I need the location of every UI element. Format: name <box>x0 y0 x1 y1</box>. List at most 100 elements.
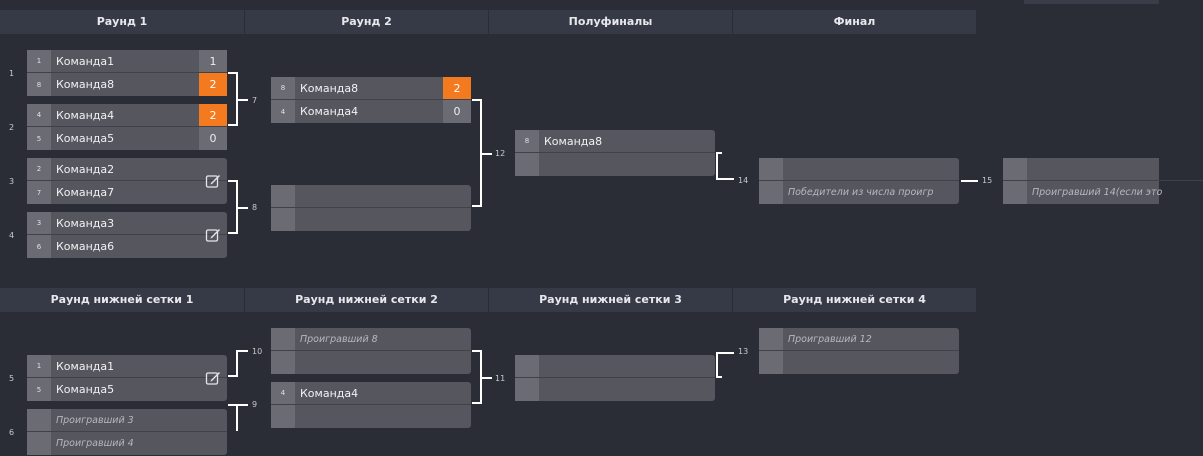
match-slot[interactable]: 1 Команда1 1 <box>27 50 227 72</box>
bracket-connector <box>716 352 718 378</box>
match-slot[interactable]: Проигравший 3 <box>27 409 227 431</box>
match-11[interactable] <box>515 355 715 401</box>
match-15[interactable]: Проигравший 14(если это <box>1003 158 1203 204</box>
bracket-connector <box>228 72 238 126</box>
match-slot[interactable] <box>271 185 471 207</box>
bracket-connector <box>472 99 482 207</box>
bracket-connector <box>961 180 978 182</box>
match-slot[interactable]: 8 Команда8 <box>515 130 715 152</box>
match-slot[interactable] <box>271 351 471 374</box>
seed-number: 3 <box>27 212 51 234</box>
bracket-connector <box>482 153 492 155</box>
placeholder-team: Проигравший 4 <box>56 438 134 449</box>
bracket-connector <box>716 178 734 180</box>
match-slot[interactable] <box>759 351 959 374</box>
match-slot[interactable]: Победители из числа проигр <box>759 181 959 204</box>
match-slot[interactable]: Проигравший 8 <box>271 328 471 350</box>
match-slot[interactable]: 5 Команда5 <box>27 378 227 401</box>
match-5[interactable]: 1 Команда1 5 Команда5 <box>27 355 227 401</box>
team-name: Команда7 <box>56 186 115 199</box>
match-slot[interactable]: 2 Команда2 <box>27 158 227 180</box>
team-name: Команда5 <box>56 132 115 145</box>
match-9[interactable]: 4 Команда4 <box>271 382 471 428</box>
bracket-connector <box>238 350 248 352</box>
match-1[interactable]: 1 Команда1 1 8 Команда8 2 <box>27 50 227 96</box>
match-12[interactable]: 8 Команда8 <box>515 130 715 176</box>
edit-score-icon[interactable] <box>205 173 221 189</box>
slot-divider <box>27 431 227 432</box>
edit-score-icon[interactable] <box>205 370 221 386</box>
bracket-connector <box>238 99 248 101</box>
match-4[interactable]: 3 Команда3 6 Команда6 <box>27 212 227 258</box>
match-slot[interactable]: 8 Команда8 2 <box>27 73 227 96</box>
match-number: 12 <box>495 149 506 158</box>
seed-number <box>759 181 783 204</box>
team-name: Команда8 <box>300 81 359 95</box>
match-slot[interactable] <box>271 208 471 231</box>
match-slot[interactable]: 6 Команда6 <box>27 235 227 258</box>
edit-score-icon[interactable] <box>205 227 221 243</box>
match-slot[interactable]: 4 Команда4 0 <box>271 100 471 123</box>
slot-divider <box>271 207 471 208</box>
match-7[interactable]: 8 Команда8 2 4 Команда4 0 <box>271 77 471 123</box>
match-slot[interactable] <box>271 405 471 428</box>
match-2[interactable]: 4 Команда4 2 5 Команда5 0 <box>27 104 227 150</box>
match-slot[interactable] <box>515 355 715 377</box>
seed-number <box>27 432 51 455</box>
seed-number <box>271 351 295 374</box>
match-slot[interactable]: 3 Команда3 <box>27 212 227 234</box>
seed-number <box>271 405 295 428</box>
match-number: 3 <box>9 177 15 186</box>
slot-divider <box>759 350 959 351</box>
match-slot[interactable]: 4 Команда4 2 <box>27 104 227 126</box>
match-number: 7 <box>252 96 258 105</box>
match-slot[interactable] <box>515 378 715 401</box>
placeholder-team: Проигравший 3 <box>56 414 134 426</box>
match-slot[interactable]: 8 Команда8 2 <box>271 77 471 99</box>
seed-number: 8 <box>515 130 539 152</box>
slot-divider <box>271 99 471 100</box>
team-name: Команда8 <box>56 78 115 91</box>
match-3[interactable]: 2 Команда2 7 Команда7 <box>27 158 227 204</box>
match-slot[interactable]: 4 Команда4 <box>271 382 471 404</box>
match-number: 9 <box>252 400 258 409</box>
bracket-connector <box>482 377 492 379</box>
match-slot[interactable] <box>515 153 715 176</box>
seed-number: 8 <box>271 77 295 99</box>
seed-number: 2 <box>27 158 51 180</box>
bracket-connector <box>228 404 238 431</box>
match-6[interactable]: Проигравший 3 Проигравший 4 <box>27 409 227 455</box>
match-slot[interactable]: Проигравший 12 <box>759 328 959 350</box>
seed-number <box>1003 158 1027 180</box>
match-number: 1 <box>9 69 15 78</box>
slot-divider <box>27 234 227 235</box>
corner-strip <box>1024 0 1159 4</box>
team-name: Команда1 <box>56 359 115 373</box>
seed-number <box>271 185 295 207</box>
seed-number: 8 <box>27 73 51 96</box>
match-13[interactable]: Проигравший 12 <box>759 328 959 374</box>
team-score: 0 <box>443 100 471 123</box>
header-round-2: Раунд 2 <box>245 10 488 34</box>
match-slot[interactable]: 5 Команда5 0 <box>27 127 227 150</box>
bracket-connector <box>716 352 734 354</box>
placeholder-team: Проигравший 14(если это <box>1032 187 1163 198</box>
match-slot[interactable]: Проигравший 14(если это <box>1003 181 1203 204</box>
match-slot[interactable]: Проигравший 4 <box>27 432 227 455</box>
match-number: 5 <box>9 374 15 383</box>
bracket-connector <box>238 207 248 209</box>
match-slot[interactable]: 1 Команда1 <box>27 355 227 377</box>
match-10[interactable]: Проигравший 8 <box>271 328 471 374</box>
match-slot[interactable] <box>759 158 959 180</box>
team-score-winner: 2 <box>199 104 227 126</box>
team-name: Команда2 <box>56 162 115 176</box>
match-8[interactable] <box>271 185 471 231</box>
match-number: 6 <box>9 428 15 437</box>
placeholder-team: Победители из числа проигр <box>788 187 934 198</box>
match-slot[interactable] <box>1003 158 1203 180</box>
slot-divider <box>271 404 471 405</box>
match-slot[interactable]: 7 Команда7 <box>27 181 227 204</box>
seed-number <box>515 378 539 401</box>
team-score: 1 <box>199 50 227 72</box>
match-14[interactable]: Победители из числа проигр <box>759 158 959 204</box>
